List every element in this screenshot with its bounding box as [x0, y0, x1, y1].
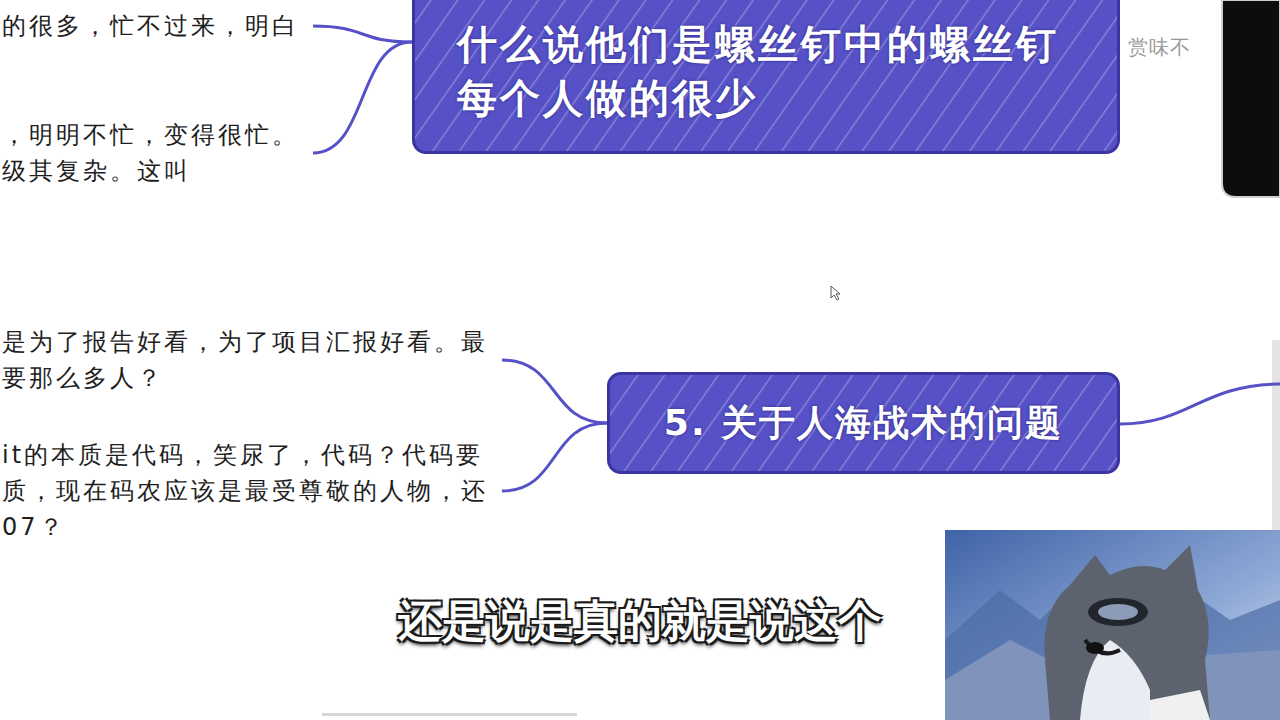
topic-box: 什么说他们是螺丝钉中的螺丝钉 每个人做的很少: [412, 0, 1120, 154]
leaf-text: 的很多，忙不过来，明白: [2, 8, 305, 44]
branch-connector: [313, 26, 412, 42]
edge-bar: [1272, 340, 1280, 530]
topic-title: 5. 关于人海战术的问题: [620, 401, 1107, 445]
scroll-bar: [322, 713, 577, 716]
branch-connector: [313, 42, 412, 153]
topic-title: 什么说他们是螺丝钉中的螺丝钉 每个人做的很少: [457, 17, 1097, 125]
leaf-text: 是为了报告好看，为了项目汇报好看。最 要那么多人？: [2, 324, 494, 396]
branch-connector: [502, 423, 607, 491]
leaf-note: it的本质是代码，笑尿了，代码？代码要 质，现在码农应该是最受尊敬的人物，还 0…: [2, 437, 494, 545]
watermark: 赏味不: [1128, 34, 1191, 61]
leaf-note: 是为了报告好看，为了项目汇报好看。最 要那么多人？: [2, 324, 494, 396]
mouse-cursor: [831, 286, 840, 300]
side-panel: [1222, 0, 1280, 197]
branch-connector: [502, 360, 607, 423]
leaf-note: 的很多，忙不过来，明白: [2, 8, 305, 44]
leaf-note: ，明明不忙，变得很忙。 级其复杂。这叫: [2, 117, 305, 189]
leaf-text: it的本质是代码，笑尿了，代码？代码要 质，现在码农应该是最受尊敬的人物，还 0…: [2, 437, 494, 545]
branch-line: [1120, 384, 1280, 424]
subtitle: 还是说是真的就是说这个: [398, 592, 882, 651]
leaf-text: ，明明不忙，变得很忙。 级其复杂。这叫: [2, 117, 305, 189]
topic-box: 5. 关于人海战术的问题: [607, 372, 1120, 474]
avatar-picture: [945, 530, 1280, 720]
